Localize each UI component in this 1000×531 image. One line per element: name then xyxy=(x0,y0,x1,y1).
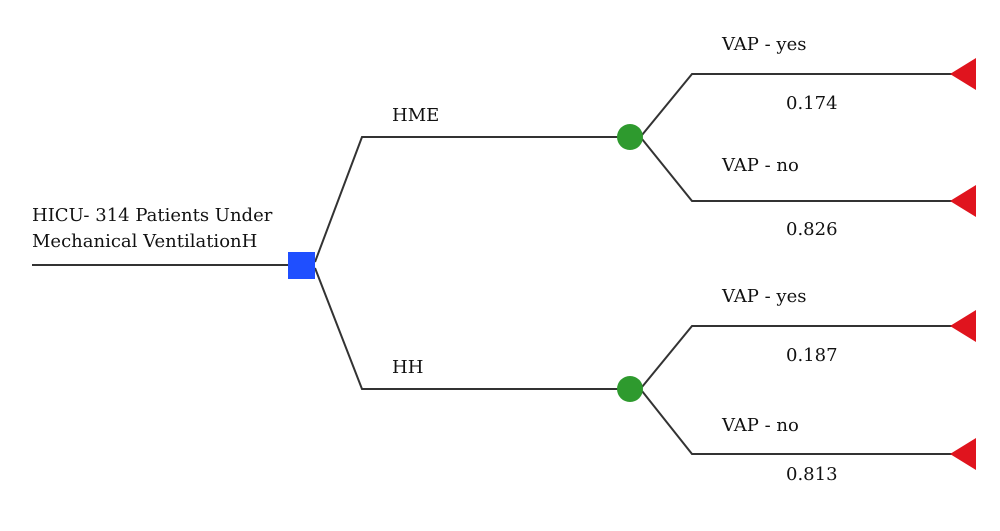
probability-hme-yes: 0.174 xyxy=(786,93,838,114)
outcome-edge-hme-yes xyxy=(641,73,952,136)
decision-node-square xyxy=(288,252,315,279)
terminal-node-hme-yes-triangle xyxy=(950,58,976,90)
outcome-edge-hh-no xyxy=(641,390,952,455)
probability-hh-yes: 0.187 xyxy=(786,345,838,366)
branch-edge-hh xyxy=(314,267,628,390)
terminal-node-hme-no-triangle xyxy=(950,185,976,217)
branch-label-hh: HH xyxy=(392,357,423,378)
outcome-label-hme-yes: VAP - yes xyxy=(721,34,806,55)
outcome-edge-hme-no xyxy=(641,138,952,202)
outcome-label-hme-no: VAP - no xyxy=(721,155,799,176)
branch-edge-hme xyxy=(314,136,628,263)
root-label-line1: HICU- 314 Patients Under xyxy=(32,205,273,226)
chance-node-hme-circle xyxy=(617,124,643,150)
outcome-label-hh-no: VAP - no xyxy=(721,415,799,436)
terminal-node-hh-no-triangle xyxy=(950,438,976,470)
terminal-node-hh-yes-triangle xyxy=(950,310,976,342)
outcome-edge-hh-yes xyxy=(641,325,952,388)
root-label-line2: Mechanical VentilationH xyxy=(32,231,257,252)
branch-label-hme: HME xyxy=(392,105,439,126)
chance-node-hh-circle xyxy=(617,376,643,402)
probability-hme-no: 0.826 xyxy=(786,219,838,240)
probability-hh-no: 0.813 xyxy=(786,464,838,485)
outcome-label-hh-yes: VAP - yes xyxy=(721,286,806,307)
